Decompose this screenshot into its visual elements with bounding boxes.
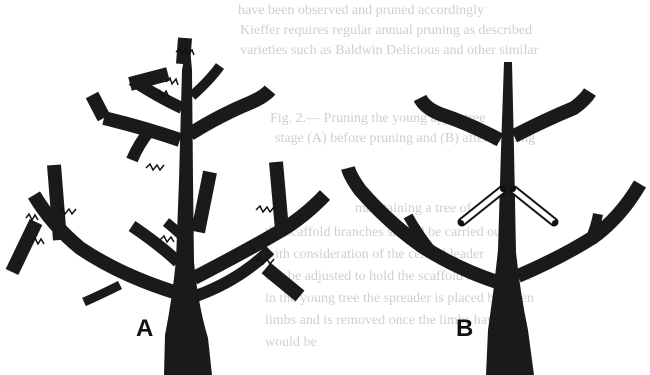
tree-a-branch-center <box>132 130 150 160</box>
tree-a-shoot-mid-right <box>198 172 210 232</box>
tree-a-stub-left-low <box>12 222 36 272</box>
tree-a-branch-mid-right <box>190 90 270 134</box>
bg-line-14: would be <box>265 335 317 350</box>
bg-line-1: Kieffer requires regular annual pruning … <box>240 23 532 38</box>
tree-a-upright-left <box>54 165 60 240</box>
tree-a-shoot-left <box>84 285 120 302</box>
bg-line-13: limbs and is removed once the limbs have… <box>265 313 519 328</box>
tree-a-cut-mark-9 <box>256 206 274 212</box>
panel-label-a: A <box>136 315 153 342</box>
bg-line-0: have been observed and pruned accordingl… <box>238 3 484 18</box>
tree-b-branch-lower-right <box>518 184 640 276</box>
tree-a-upright-right <box>276 162 282 230</box>
tree-a-branch-upper-right <box>192 66 220 96</box>
tree-b-branch-upper-right <box>514 92 590 136</box>
bg-line-9: the scaffold branches should be carried … <box>265 225 505 240</box>
tree-a-stub-top-left <box>130 74 168 84</box>
panel-label-b: B <box>456 315 473 342</box>
tree-a-cut-mark-6 <box>26 214 38 220</box>
bg-line-2: varieties such as Baldwin Delicious and … <box>240 43 539 58</box>
tree-a-cut-mark-4 <box>146 164 164 170</box>
tree-b-shoot-right <box>590 214 598 240</box>
tree-a-stub-mid-left <box>92 95 104 118</box>
tree-b-trunk <box>486 62 534 375</box>
tree-b: B <box>348 62 640 375</box>
tree-b-spreader-right <box>510 186 558 226</box>
